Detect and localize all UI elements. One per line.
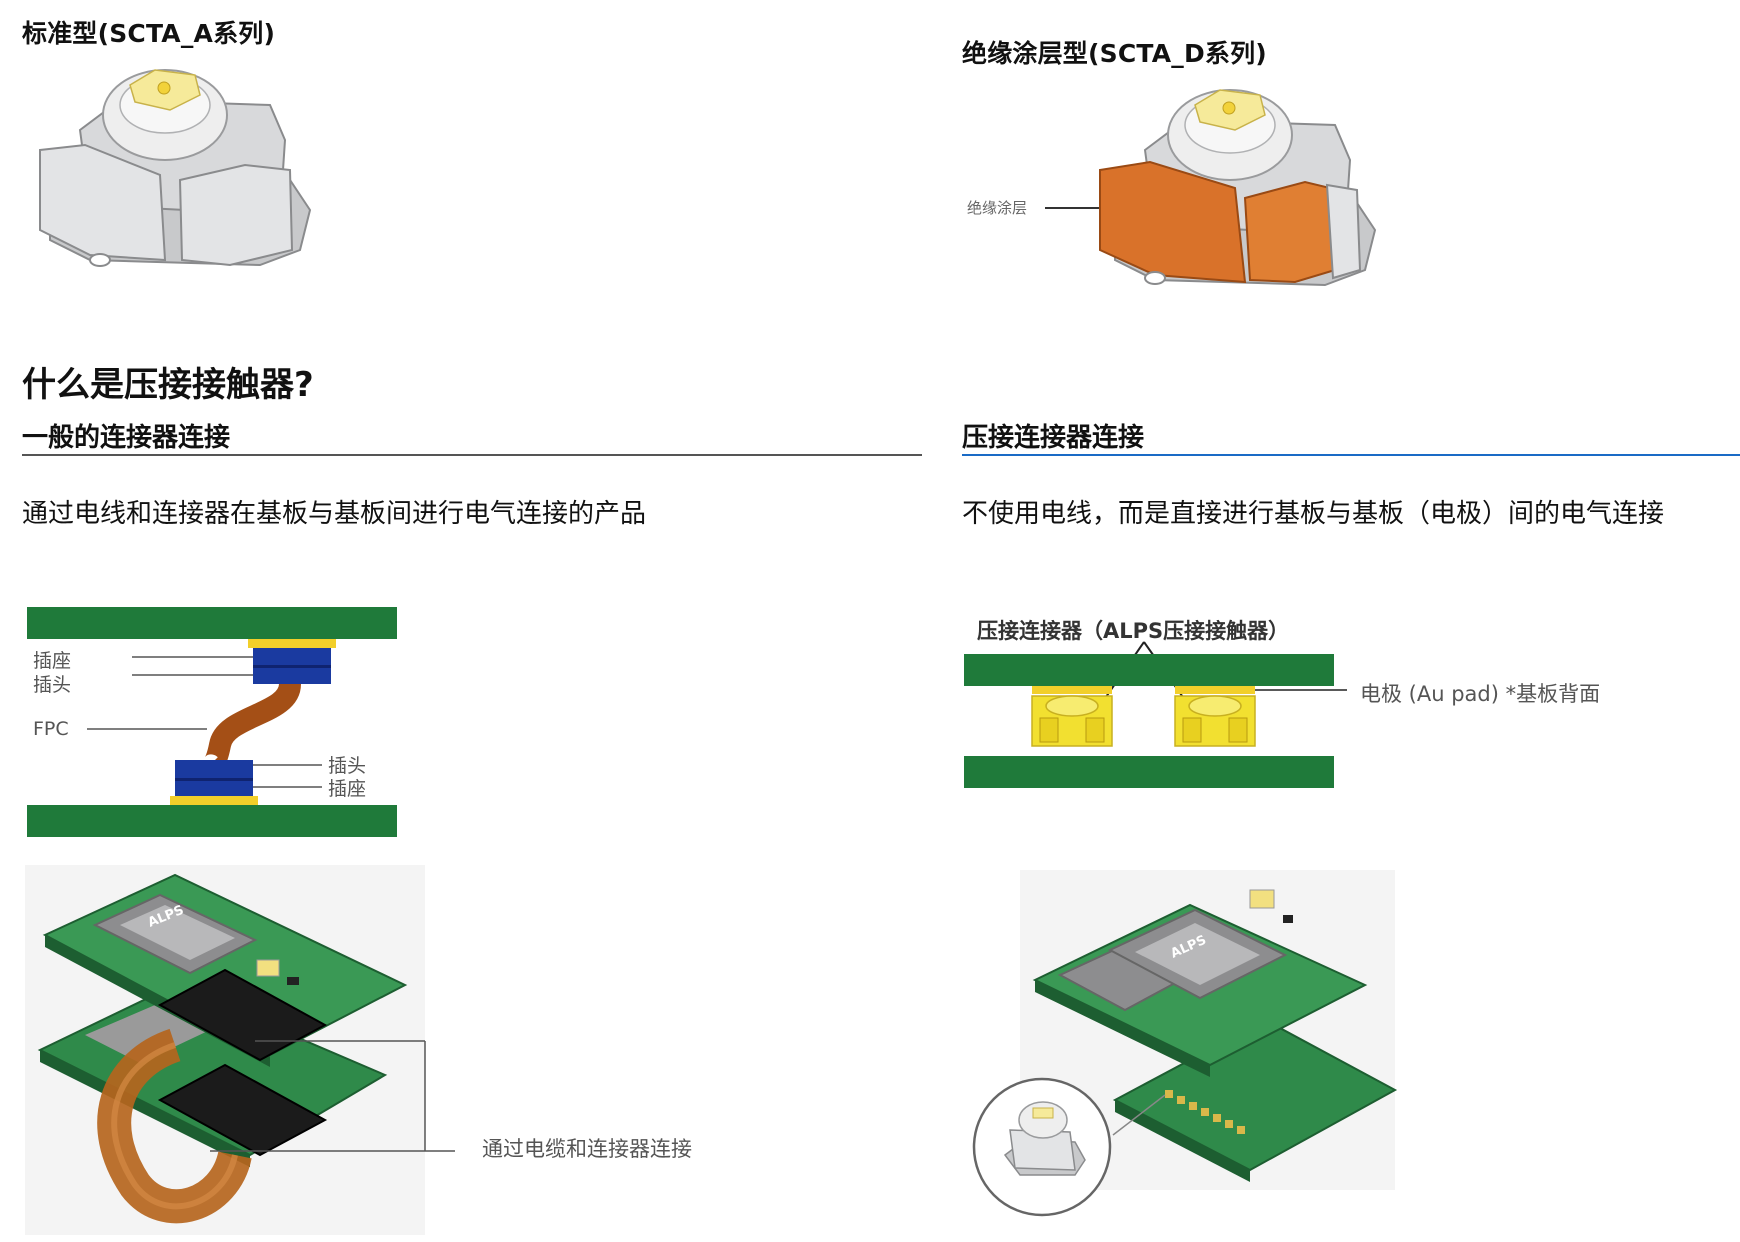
cable-connection-callout: 通过电缆和连接器连接 bbox=[482, 1137, 692, 1161]
general-connector-heading: 一般的连接器连接 bbox=[22, 423, 231, 453]
standard-contact-image bbox=[39, 69, 312, 267]
pressure-connector-description: 不使用电线，而是直接进行基板与基板（电极）间的电气连接 bbox=[962, 499, 1665, 529]
general-connection-photo: ALPS bbox=[25, 865, 455, 1235]
insulated-contact-image bbox=[1099, 89, 1377, 287]
section-title: 什么是压接接触器? bbox=[22, 365, 314, 405]
label-plug-bottom: 插头 bbox=[328, 755, 367, 777]
label-plug-top: 插头 bbox=[33, 674, 72, 696]
label-socket-bottom: 插座 bbox=[328, 778, 367, 800]
standard-type-title: 标准型(SCTA_A系列) bbox=[22, 19, 276, 48]
right-heading-divider bbox=[962, 454, 1740, 456]
pressure-connection-photo: ALPS bbox=[972, 870, 1398, 1217]
coating-leader-line bbox=[1045, 207, 1140, 209]
label-fpc: FPC bbox=[33, 718, 69, 740]
left-heading-divider bbox=[22, 454, 922, 456]
insulated-type-title: 绝缘涂层型(SCTA_D系列) bbox=[962, 39, 1267, 68]
label-alps-contact: 压接连接器（ALPS压接接触器） bbox=[977, 619, 1290, 643]
insulating-coating-label: 绝缘涂层 bbox=[967, 199, 1028, 217]
pressure-connection-diagram bbox=[964, 641, 1347, 788]
pressure-connector-heading: 压接连接器连接 bbox=[962, 423, 1145, 453]
general-connector-description: 通过电线和连接器在基板与基板间进行电气连接的产品 bbox=[22, 499, 647, 529]
label-socket-top: 插座 bbox=[33, 650, 72, 672]
label-electrode: 电极 (Au pad) *基板背面 bbox=[1360, 682, 1601, 706]
general-connection-diagram bbox=[27, 607, 397, 837]
